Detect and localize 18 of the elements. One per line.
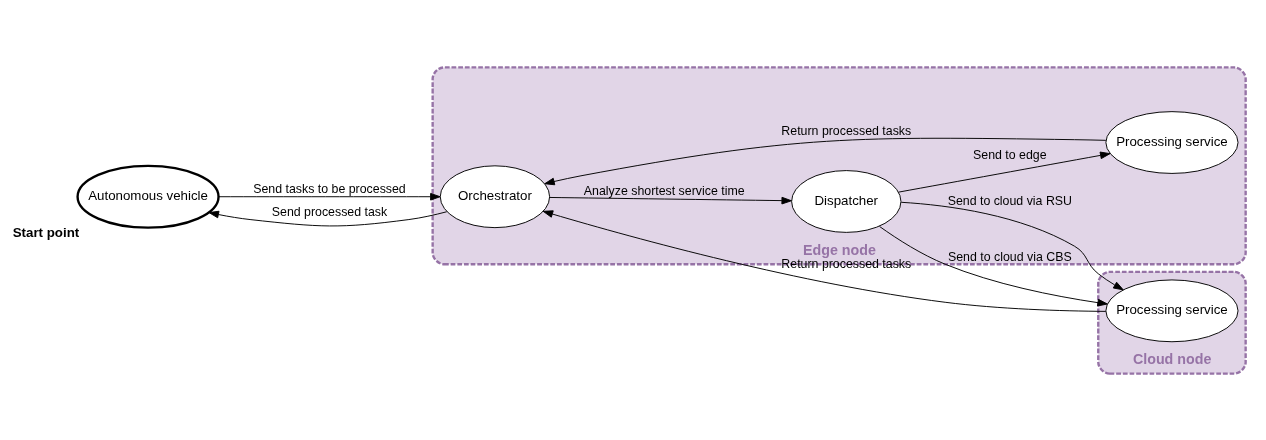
edge-label: Send to cloud via CBS (948, 249, 1072, 264)
node-ellipse: Processing service (1105, 110, 1239, 174)
arrow (898, 151, 1111, 193)
edge-label: Send to cloud via RSU (947, 193, 1073, 208)
arrow (544, 137, 1107, 185)
edge-label: Send to edge (973, 147, 1047, 162)
arrow (549, 196, 792, 204)
arrow (900, 201, 1124, 290)
arrow (208, 210, 448, 226)
edge-label: Return processed tasks (781, 123, 912, 138)
arrow (542, 209, 1107, 312)
edge-label: Send tasks to be processed (253, 181, 406, 196)
edge-label: Send processed task (271, 204, 388, 219)
edge-label: Analyze shortest service time (583, 183, 745, 198)
arrow (879, 225, 1108, 306)
node-ellipse: Dispatcher (791, 169, 902, 233)
node-ellipse: Orchestrator (439, 164, 551, 228)
arrow (218, 192, 441, 201)
